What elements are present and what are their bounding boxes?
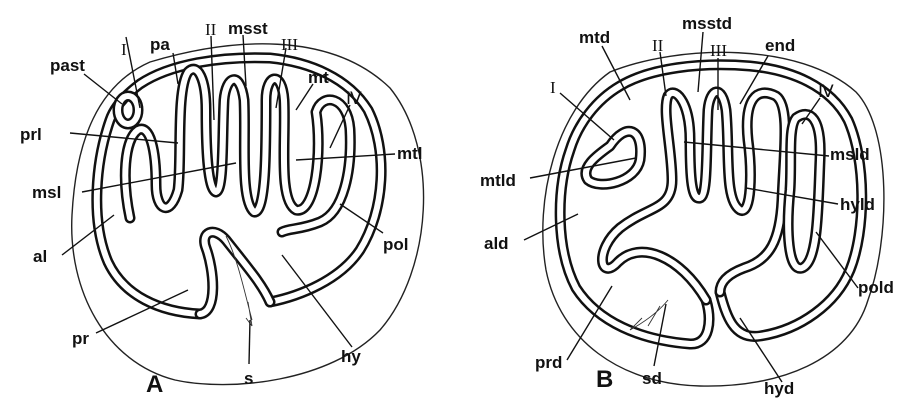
label-b-end: end — [765, 36, 795, 55]
label-a-past: past — [50, 56, 85, 75]
label-a-prl: prl — [20, 125, 42, 144]
label-b-sd: sd — [642, 369, 662, 388]
label-a-s: s — [244, 369, 253, 388]
label-a-pol: pol — [383, 235, 409, 254]
label-a-mt: mt — [308, 68, 329, 87]
label-b-msld: msld — [830, 145, 870, 164]
label-b-ii: II — [652, 36, 664, 55]
label-b-msstd: msstd — [682, 14, 732, 33]
label-a-iii: III — [281, 35, 298, 54]
label-a-msl: msl — [32, 183, 61, 202]
panel-a-drawing — [72, 44, 424, 385]
label-b-ald: ald — [484, 234, 509, 253]
label-a-ii: II — [205, 20, 217, 39]
label-b-i: I — [550, 78, 556, 97]
label-b-pold: pold — [858, 278, 894, 297]
label-b-iv: Ⅳ — [818, 82, 834, 101]
label-a-mtl: mtl — [397, 144, 423, 163]
label-b-hyld: hyld — [840, 195, 875, 214]
panel-b-drawing — [543, 52, 884, 386]
label-a-iv: Ⅳ — [346, 89, 362, 108]
label-b-prd: prd — [535, 353, 562, 372]
panel-a-labels: past pa I II msst III mt Ⅳ prl msl mtl a… — [20, 19, 423, 398]
panel-b-label: B — [596, 366, 613, 393]
label-a-msst: msst — [228, 19, 268, 38]
label-b-mtd: mtd — [579, 28, 610, 47]
label-b-iii: III — [710, 41, 727, 60]
panel-a-label: A — [146, 371, 163, 398]
label-a-i: I — [121, 40, 127, 59]
label-a-hy: hy — [341, 347, 361, 366]
label-a-pr: pr — [72, 329, 89, 348]
label-b-hyd: hyd — [764, 379, 794, 398]
label-b-mtld: mtld — [480, 171, 516, 190]
label-a-al: al — [33, 247, 47, 266]
label-a-pa: pa — [150, 35, 170, 54]
